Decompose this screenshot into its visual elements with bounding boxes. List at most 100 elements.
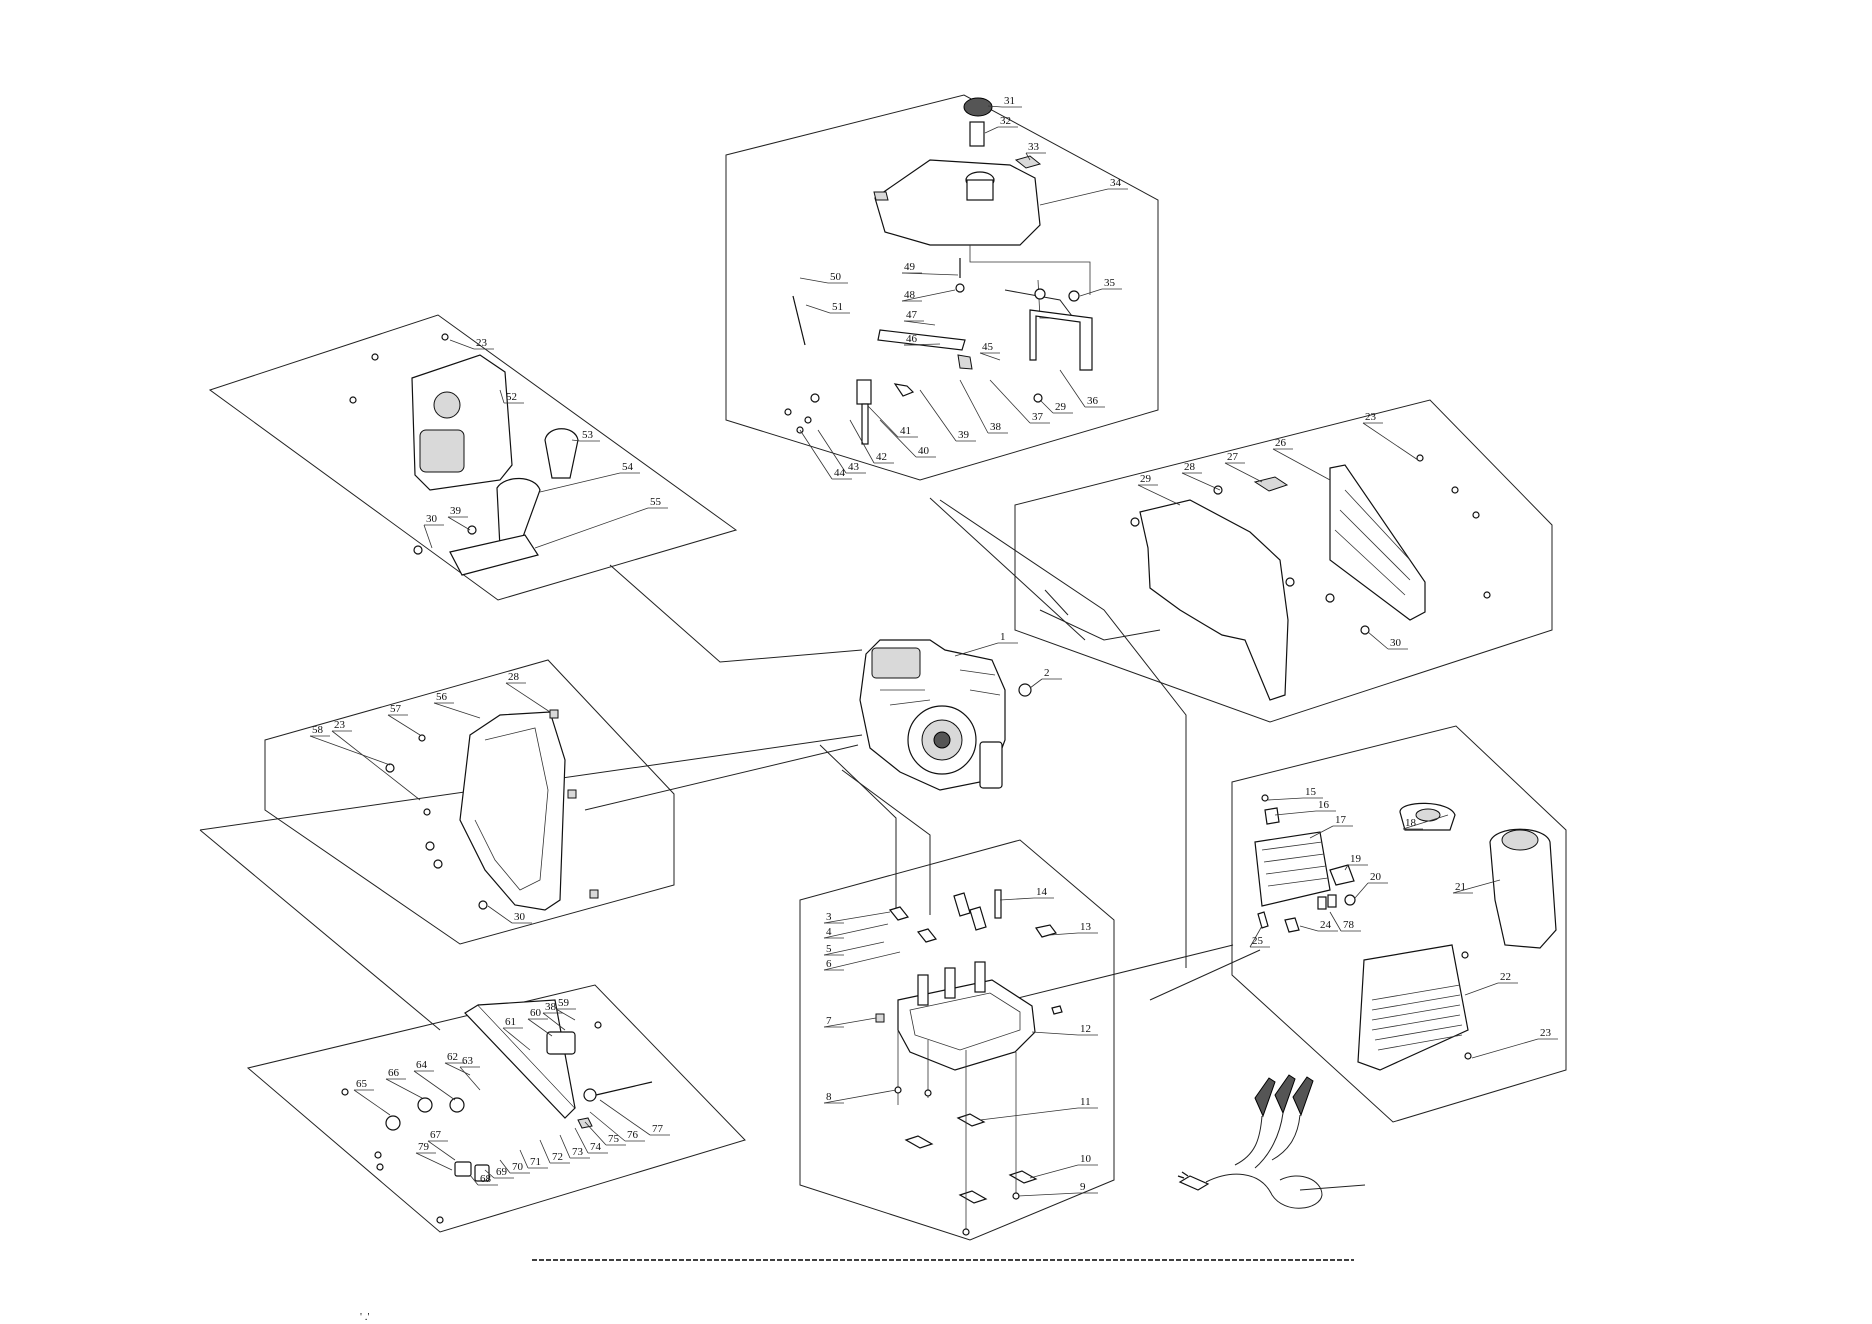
leader-line <box>540 1140 550 1163</box>
leader-line <box>1032 1032 1078 1035</box>
leader-line <box>535 508 648 548</box>
trailing-text: ' .' <box>360 1311 369 1323</box>
engine-assembly <box>860 640 1031 790</box>
leader-line <box>1472 1039 1538 1058</box>
part-number-label: 19 <box>1350 853 1362 865</box>
leader-line <box>1368 632 1388 649</box>
part-number-label: 49 <box>904 261 916 273</box>
part-number-label: 53 <box>582 429 594 441</box>
part-number-label: 47 <box>906 309 918 321</box>
part-number-label: 59 <box>558 997 570 1009</box>
fuel-strainer <box>970 122 984 146</box>
leader-line <box>310 736 390 765</box>
part-number-label: 35 <box>1104 277 1116 289</box>
part-number-label: 39 <box>958 429 970 441</box>
part-number-label: 14 <box>1036 886 1048 898</box>
part-number-label: 34 <box>1110 177 1122 189</box>
leader-line <box>1300 926 1318 931</box>
leader-line <box>1000 898 1034 900</box>
part-number-label: 23 <box>334 719 346 731</box>
leader-line <box>1275 811 1316 815</box>
part-number-label: 73 <box>572 1146 584 1158</box>
part-number-label: 23 <box>1540 1027 1552 1039</box>
part-number-label: 56 <box>436 691 448 703</box>
part-number-label: 28 <box>508 671 520 683</box>
part-number-label: 29 <box>1055 401 1067 413</box>
part-number-label: 74 <box>590 1141 602 1153</box>
part-number-label: 23 <box>476 337 488 349</box>
leader-line <box>824 912 890 923</box>
part-number-label: 32 <box>1000 115 1011 127</box>
leader-line <box>824 924 888 938</box>
part-number-label: 3 <box>826 911 832 923</box>
leader-line <box>428 1141 455 1160</box>
leader-line <box>824 1090 896 1103</box>
leader-line <box>386 1079 422 1098</box>
leader-line <box>1273 449 1330 480</box>
fuel-tank <box>875 160 1040 245</box>
part-number-label: 30 <box>1390 637 1402 649</box>
leader-line <box>1355 883 1368 898</box>
part-number-label: 64 <box>416 1059 428 1071</box>
part-number-label: 38 <box>990 421 1002 433</box>
part-number-label: 58 <box>312 724 324 736</box>
part-number-label: 1 <box>1000 631 1006 643</box>
leader-line <box>800 278 828 283</box>
control-panel-group <box>342 1000 652 1223</box>
part-number-label: 65 <box>356 1078 368 1090</box>
leader-line <box>448 517 470 530</box>
leader-line <box>1080 289 1102 296</box>
part-number-label: 28 <box>1184 461 1196 473</box>
part-number-label: 23 <box>1365 411 1377 423</box>
part-number-label: 43 <box>848 461 860 473</box>
leader-line <box>1018 1193 1078 1196</box>
part-number-label: 42 <box>876 451 887 463</box>
part-number-label: 46 <box>906 333 918 345</box>
part-number-label: 76 <box>627 1129 639 1141</box>
leader-line <box>904 321 935 325</box>
part-number-label: 40 <box>918 445 930 457</box>
part-number-label: 13 <box>1080 921 1092 933</box>
part-number-label: 30 <box>514 911 526 923</box>
leader-line <box>600 1100 650 1135</box>
leader-line <box>1040 189 1108 205</box>
part-number-label: 50 <box>830 271 842 283</box>
leader-line <box>1138 485 1180 505</box>
part-number-label: 38 <box>545 1001 557 1013</box>
part-number-label: 11 <box>1080 1096 1091 1108</box>
part-number-label: 18 <box>1405 817 1417 829</box>
left-cover <box>460 712 565 910</box>
part-number-label: 70 <box>512 1161 524 1173</box>
part-number-label: 20 <box>1370 871 1382 883</box>
part-number-label: 2 <box>1044 667 1050 679</box>
part-number-label: 68 <box>480 1173 492 1185</box>
part-number-label: 29 <box>1140 473 1152 485</box>
inverter-module <box>1255 832 1330 906</box>
leader-line <box>824 1018 876 1027</box>
part-number-label: 12 <box>1080 1023 1091 1035</box>
part-number-label: 10 <box>1080 1153 1092 1165</box>
part-number-label: 60 <box>530 1007 542 1019</box>
part-number-label: 21 <box>1455 881 1466 893</box>
leader-line <box>955 643 998 656</box>
part-number-label: 66 <box>388 1067 400 1079</box>
part-number-label: 8 <box>826 1091 832 1103</box>
part-number-label: 72 <box>552 1151 563 1163</box>
part-number-label: 78 <box>1343 919 1355 931</box>
part-number-label: 36 <box>1087 395 1099 407</box>
mount-bolt <box>1019 684 1031 696</box>
part-number-label: 52 <box>506 391 517 403</box>
tank-bracket <box>1030 310 1092 370</box>
connector-lines <box>200 290 1260 1030</box>
left-cover-group <box>386 710 598 910</box>
part-number-label: 30 <box>426 513 438 525</box>
leader-line <box>1030 679 1042 688</box>
part-number-label: 69 <box>496 1166 508 1178</box>
leader-line <box>1363 423 1418 460</box>
cover-group <box>1131 455 1490 700</box>
leader-line <box>1030 1165 1078 1178</box>
leader-line <box>868 406 898 437</box>
leader-line <box>416 1153 452 1170</box>
grille-panel <box>1358 945 1468 1070</box>
part-number-label: 4 <box>826 926 832 938</box>
